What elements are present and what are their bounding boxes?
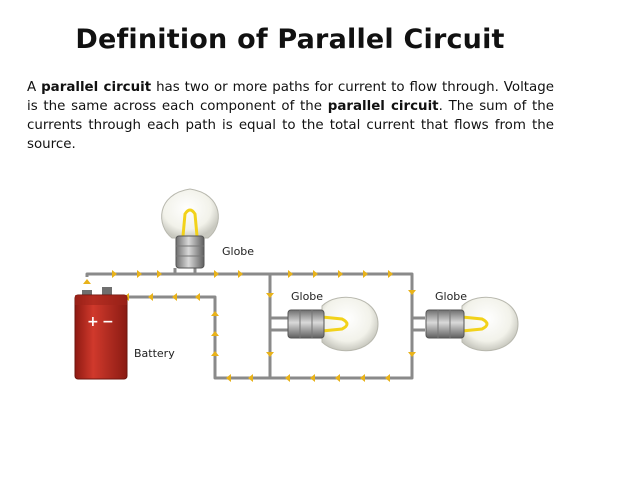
current-arrow: [313, 270, 318, 278]
bulb-glass: [321, 296, 379, 352]
paragraph-bold-2: parallel circuit: [327, 99, 439, 114]
bulb-cap: [425, 309, 465, 339]
bulb-filament: [461, 315, 489, 333]
current-arrow: [408, 352, 416, 357]
bulb-glass: [461, 296, 519, 352]
paragraph-text-1: A: [27, 80, 42, 95]
battery-plus-sign: +: [87, 314, 99, 330]
globe-right-label: Globe: [435, 290, 467, 303]
current-arrow: [310, 374, 315, 382]
globe-middle-label: Globe: [291, 290, 323, 303]
paragraph-text-3: . The sum of the currents through each p…: [27, 99, 555, 152]
current-arrow: [238, 270, 243, 278]
current-arrow: [211, 311, 219, 316]
current-arrow: [363, 270, 368, 278]
bulb-filament: [321, 315, 349, 333]
globe-middle: [287, 296, 379, 352]
globe-right: [425, 296, 519, 352]
battery: + −: [74, 287, 128, 380]
current-arrow: [335, 374, 340, 382]
current-arrow: [211, 351, 219, 356]
current-arrow: [112, 270, 117, 278]
current-arrow: [137, 270, 142, 278]
current-arrow: [248, 374, 253, 382]
bulb-glass: [161, 188, 219, 239]
battery-terminal-positive: [82, 290, 92, 296]
battery-minus-sign: −: [102, 314, 114, 330]
current-arrow: [214, 270, 219, 278]
paragraph-text-2: has two or more paths for current to flo…: [27, 80, 555, 114]
battery-body: [74, 294, 128, 380]
current-arrow: [285, 374, 290, 382]
current-arrow: [288, 270, 293, 278]
current-arrow: [385, 374, 390, 382]
wire-top-main: [85, 272, 414, 380]
current-arrow: [83, 279, 91, 284]
current-arrow: [148, 293, 153, 301]
current-arrow: [266, 352, 274, 357]
definition-paragraph: A parallel circuit has two or more paths…: [27, 78, 554, 154]
current-arrows: [83, 270, 416, 382]
current-arrow: [266, 293, 274, 298]
current-arrow: [360, 374, 365, 382]
current-arrow: [408, 290, 416, 295]
current-arrow: [172, 293, 177, 301]
globe-top-label: Globe: [222, 245, 254, 258]
current-arrow: [211, 331, 219, 336]
bulb-filament: [181, 208, 199, 237]
page-title: Definition of Parallel Circuit: [75, 24, 505, 55]
current-arrow: [226, 374, 231, 382]
paragraph-bold-1: parallel circuit: [41, 80, 152, 95]
globe-top: [161, 188, 219, 269]
battery-label: Battery: [134, 347, 175, 360]
current-arrow: [157, 270, 162, 278]
current-arrow: [388, 270, 393, 278]
current-arrow: [338, 270, 343, 278]
bulb-cap: [175, 235, 205, 269]
battery-terminal-negative: [102, 287, 112, 296]
current-arrow: [195, 293, 200, 301]
wire-inner-loop: [104, 291, 270, 380]
bulb-cap: [287, 309, 325, 339]
